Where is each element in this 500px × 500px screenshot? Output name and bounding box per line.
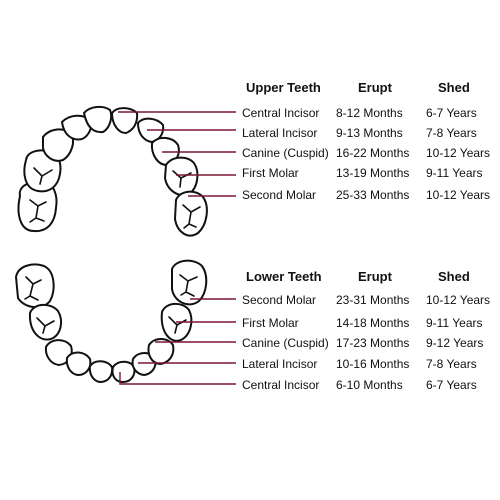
upper-row-2-erupt: 9-13 Months	[336, 126, 403, 140]
upper-row-3-tooth: Canine (Cuspid)	[242, 146, 329, 160]
upper-row-2-shed: 7-8 Years	[426, 126, 477, 140]
lower-row-1-tooth: Second Molar	[242, 293, 316, 307]
upper-row-2-tooth: Lateral Incisor	[242, 126, 317, 140]
upper-left-second-molar-crease	[29, 199, 47, 223]
lower-row-4-tooth: Lateral Incisor	[242, 357, 317, 371]
upper-teeth-heading: Upper Teeth	[246, 80, 321, 95]
lower-row-4-erupt: 10-16 Months	[336, 357, 409, 371]
lower-right-second-molar-crease	[179, 274, 198, 297]
upper-row-4-tooth: First Molar	[242, 166, 299, 180]
lower-teeth-heading: Lower Teeth	[246, 269, 322, 284]
lower-row-1-shed: 10-12 Years	[426, 293, 490, 307]
upper-left-canine	[42, 128, 74, 162]
upper-row-3-shed: 10-12 Years	[426, 146, 490, 160]
lower-right-canine	[147, 338, 175, 365]
upper-left-central-incisor	[83, 105, 113, 134]
upper-table: Upper Teeth Erupt Shed Central Incisor 8…	[242, 80, 490, 202]
upper-right-first-molar	[164, 156, 199, 196]
upper-row-5-erupt: 25-33 Months	[336, 188, 409, 202]
upper-row-1-erupt: 8-12 Months	[336, 106, 403, 120]
lower-right-lateral-incisor	[131, 352, 157, 376]
lower-row-2-erupt: 14-18 Months	[336, 316, 409, 330]
lower-left-central-incisor	[88, 360, 114, 383]
lower-row-5-tooth: Central Incisor	[242, 378, 319, 392]
lower-right-central-incisor	[111, 360, 136, 383]
lower-left-first-molar-crease	[36, 317, 55, 334]
lower-row-3-tooth: Canine (Cuspid)	[242, 336, 329, 350]
lower-row-3-shed: 9-12 Years	[426, 336, 483, 350]
lower-right-second-molar	[171, 259, 208, 306]
leader-lower-central-incisor	[119, 372, 236, 385]
upper-row-1-tooth: Central Incisor	[242, 106, 319, 120]
upper-row-5-shed: 10-12 Years	[426, 188, 490, 202]
upper-shed-heading: Shed	[438, 80, 470, 95]
upper-left-first-molar	[23, 149, 62, 193]
lower-row-5-erupt: 6-10 Months	[336, 378, 403, 392]
lower-leader-lines	[119, 298, 236, 385]
upper-row-3-erupt: 16-22 Months	[336, 146, 409, 160]
lower-row-3-erupt: 17-23 Months	[336, 336, 409, 350]
lower-row-4-shed: 7-8 Years	[426, 357, 477, 371]
lower-left-second-molar	[15, 263, 55, 309]
upper-left-first-molar-crease	[33, 167, 53, 185]
lower-row-2-shed: 9-11 Years	[426, 316, 483, 330]
lower-left-second-molar-crease	[24, 276, 42, 301]
upper-erupt-heading: Erupt	[358, 80, 393, 95]
lower-table: Lower Teeth Erupt Shed Second Molar 23-3…	[242, 269, 490, 392]
upper-row-4-erupt: 13-19 Months	[336, 166, 409, 180]
upper-row-4-shed: 9-11 Years	[426, 166, 483, 180]
lower-row-1-erupt: 23-31 Months	[336, 293, 409, 307]
upper-right-second-molar-crease	[182, 204, 201, 229]
lower-erupt-heading: Erupt	[358, 269, 393, 284]
lower-row-5-shed: 6-7 Years	[426, 378, 477, 392]
upper-row-1-shed: 6-7 Years	[426, 106, 477, 120]
lower-arch	[15, 259, 208, 383]
upper-row-5-tooth: Second Molar	[242, 188, 316, 202]
lower-shed-heading: Shed	[438, 269, 470, 284]
upper-leader-lines	[118, 111, 236, 197]
lower-row-2-tooth: First Molar	[242, 316, 299, 330]
lower-left-lateral-incisor	[65, 351, 92, 376]
upper-arch	[17, 105, 208, 237]
upper-right-central-incisor	[111, 107, 139, 134]
upper-left-lateral-incisor	[61, 114, 92, 141]
lower-left-first-molar	[28, 303, 63, 341]
